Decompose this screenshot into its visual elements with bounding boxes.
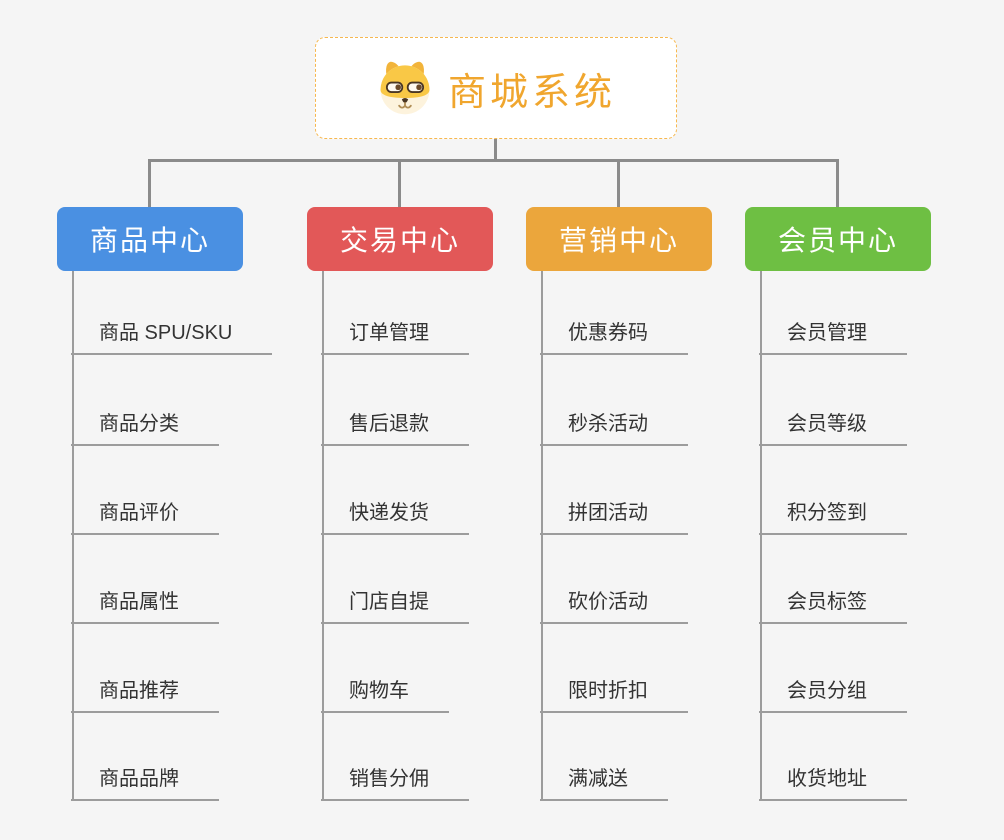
leaf-node[interactable]: 门店自提: [321, 589, 469, 624]
branch-spine-connector: [72, 271, 74, 799]
leaf-node[interactable]: 商品属性: [71, 589, 219, 624]
leaf-node[interactable]: 满减送: [540, 766, 668, 801]
branch-bus-connector: [149, 159, 839, 162]
branch-node-member-center[interactable]: 会员中心: [745, 207, 931, 271]
leaf-node[interactable]: 砍价活动: [540, 589, 688, 624]
branch-label: 会员中心: [777, 225, 898, 256]
dog-face-icon: [376, 59, 434, 117]
branch-label: 营销中心: [558, 225, 679, 256]
leaf-node[interactable]: 拼团活动: [540, 500, 688, 535]
drop-connector: [836, 159, 839, 207]
leaf-node[interactable]: 优惠券码: [540, 320, 688, 355]
branch-column-trade-center: 交易中心 订单管理 售后退款 快递发货 门店自提 购物车 销售分佣: [307, 207, 567, 840]
branch-label: 商品中心: [89, 225, 210, 256]
leaf-node[interactable]: 秒杀活动: [540, 411, 688, 446]
root-node-mall-system[interactable]: 商城系统: [315, 37, 677, 139]
leaf-node[interactable]: 限时折扣: [540, 678, 688, 713]
leaf-node[interactable]: 快递发货: [321, 500, 469, 535]
leaf-node[interactable]: 订单管理: [321, 320, 469, 355]
leaf-node[interactable]: 商品评价: [71, 500, 219, 535]
root-label: 商城系统: [447, 71, 616, 114]
leaf-node[interactable]: 商品分类: [71, 411, 219, 446]
leaf-node[interactable]: 购物车: [321, 678, 449, 713]
leaf-node[interactable]: 商品品牌: [71, 766, 219, 801]
leaf-node[interactable]: 会员标签: [759, 589, 907, 624]
branch-column-product-center: 商品中心 商品 SPU/SKU 商品分类 商品评价 商品属性 商品推荐 商品品牌: [57, 207, 317, 840]
drop-connector: [148, 159, 151, 207]
leaf-node[interactable]: 收货地址: [759, 766, 907, 801]
branch-spine-connector: [322, 271, 324, 799]
leaf-node[interactable]: 售后退款: [321, 411, 469, 446]
branch-node-marketing-center[interactable]: 营销中心: [526, 207, 712, 271]
root-stem-connector: [494, 139, 497, 160]
leaf-node[interactable]: 会员分组: [759, 678, 907, 713]
leaf-node[interactable]: 会员管理: [759, 320, 907, 355]
drop-connector: [617, 159, 620, 207]
leaf-node[interactable]: 商品推荐: [71, 678, 219, 713]
leaf-node[interactable]: 会员等级: [759, 411, 907, 446]
branch-node-product-center[interactable]: 商品中心: [57, 207, 243, 271]
branch-node-trade-center[interactable]: 交易中心: [307, 207, 493, 271]
leaf-node[interactable]: 销售分佣: [321, 766, 469, 801]
branch-column-marketing-center: 营销中心 优惠券码 秒杀活动 拼团活动 砍价活动 限时折扣 满减送: [526, 207, 786, 840]
branch-spine-connector: [541, 271, 543, 799]
leaf-node[interactable]: 积分签到: [759, 500, 907, 535]
leaf-node[interactable]: 商品 SPU/SKU: [71, 320, 273, 355]
branch-spine-connector: [760, 271, 762, 799]
branch-label: 交易中心: [339, 225, 460, 256]
drop-connector: [398, 159, 401, 207]
branch-column-member-center: 会员中心 会员管理 会员等级 积分签到 会员标签 会员分组 收货地址: [745, 207, 1004, 840]
